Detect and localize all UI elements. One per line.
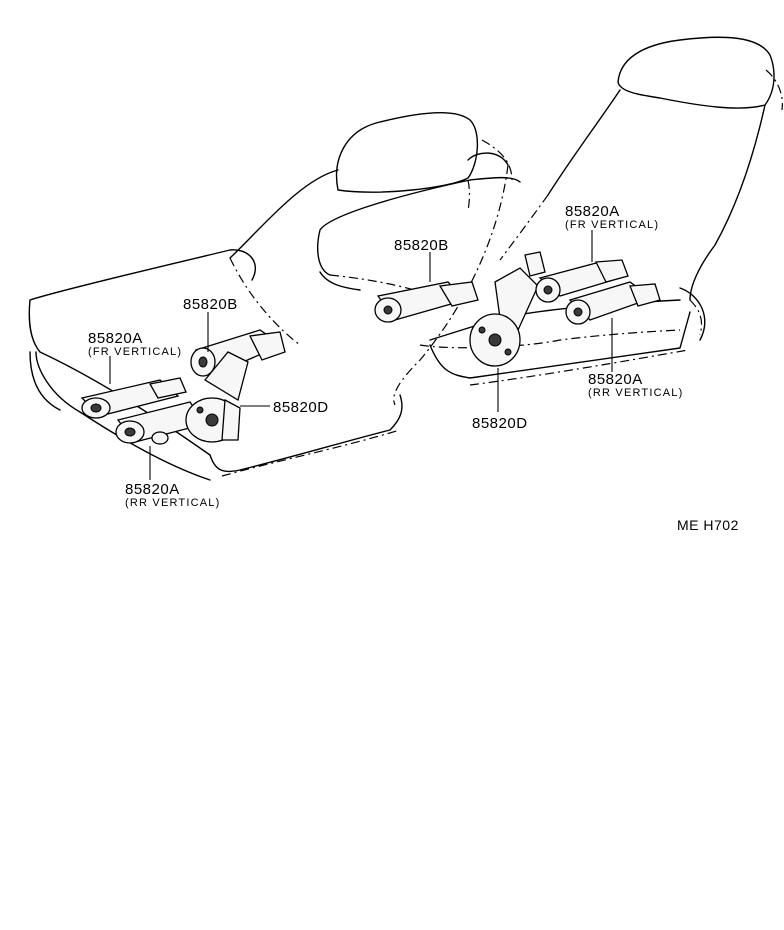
left-seat — [28, 111, 513, 481]
right-rr-vertical-motor — [565, 281, 661, 325]
right-seat-back-hidden — [499, 194, 703, 336]
right-slide-part-number: 85820B — [394, 237, 449, 254]
left-seat-cushion — [28, 249, 257, 456]
right-fr-vertical-note: (FR VERTICAL) — [565, 219, 659, 231]
left-fr-vertical-note: (FR VERTICAL) — [88, 346, 182, 358]
left-seat-cushion-front — [35, 351, 211, 481]
left-rr-vertical-part-number: 85820A — [125, 481, 180, 498]
left-seat-base-hidden — [221, 429, 401, 477]
left-recliner-part-number: 85820D — [273, 399, 329, 416]
left-headrest-stay — [467, 139, 513, 211]
left-fr-vertical-part-number: 85820A — [88, 330, 143, 347]
left-recliner-motor — [185, 351, 249, 443]
left-seat-back-hidden — [229, 164, 509, 406]
right-seat-base-hidden — [469, 349, 689, 386]
right-fr-vertical-part-number: 85820A — [565, 203, 620, 220]
part-labels: 85820A (FR VERTICAL) 85820B 85820D 85820… — [88, 203, 739, 533]
left-rr-vertical-note: (RR VERTICAL) — [125, 497, 220, 509]
right-rr-vertical-note: (RR VERTICAL) — [588, 387, 683, 399]
right-slide-motor — [374, 281, 479, 323]
right-seat-base — [429, 299, 691, 379]
right-headrest-stay — [765, 69, 783, 111]
leader-lines — [109, 230, 613, 480]
right-seat-side — [679, 287, 706, 341]
left-seat-back — [229, 152, 509, 259]
right-seat-headrest — [617, 36, 775, 109]
right-seat-back — [547, 89, 766, 301]
illustration-code: ME H702 — [677, 517, 739, 533]
left-fr-vertical-motor — [80, 377, 187, 419]
left-slide-part-number: 85820B — [183, 296, 238, 313]
right-seat-cushion — [317, 176, 521, 291]
left-slide-motor — [190, 329, 286, 377]
right-recliner-part-number: 85820D — [472, 415, 528, 432]
right-seat — [317, 36, 783, 386]
right-recliner-motor — [469, 251, 546, 367]
right-fr-vertical-motor — [535, 259, 629, 303]
left-seat-headrest — [336, 111, 479, 193]
right-rr-vertical-part-number: 85820A — [588, 371, 643, 388]
left-seat-base — [209, 394, 403, 473]
